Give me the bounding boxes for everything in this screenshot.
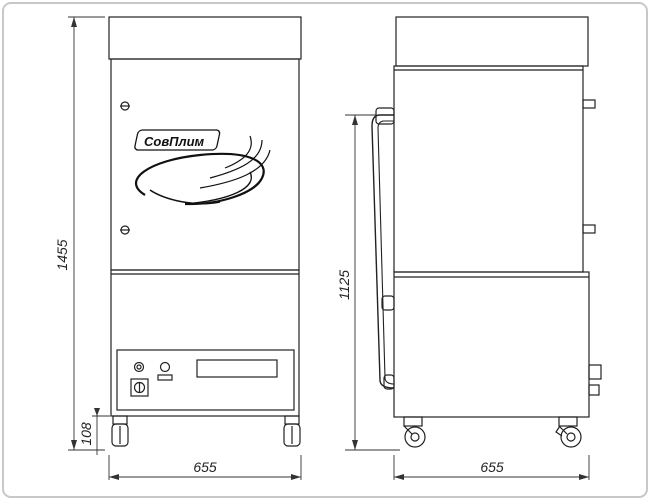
dimension-arrows <box>71 17 589 480</box>
side-rear-connector <box>588 364 602 380</box>
brand-logo-text: СовПлим <box>144 134 205 149</box>
side-handle <box>371 114 395 389</box>
handle-mid-clamp <box>381 295 395 311</box>
dimension-total-height: 1455 <box>54 239 70 270</box>
side-right-caster-mount <box>558 416 578 427</box>
lock-icon <box>120 101 130 111</box>
side-right-brake-lever <box>555 425 563 437</box>
side-view <box>371 16 602 448</box>
dimension-handle-height: 1125 <box>336 270 352 300</box>
side-right-caster-fork <box>558 425 568 435</box>
front-right-wheel <box>283 423 301 447</box>
front-view <box>108 16 302 447</box>
button-label-plate <box>157 374 173 381</box>
front-lower-body <box>110 269 300 417</box>
side-left-wheel <box>404 426 426 448</box>
side-rear-socket <box>588 384 600 396</box>
front-left-wheel <box>111 423 129 447</box>
dimension-base-height: 108 <box>78 422 94 446</box>
side-rear-latch-top <box>582 99 596 109</box>
display-window <box>196 359 278 378</box>
side-handle-inner <box>377 120 395 385</box>
side-left-caster-mount <box>403 416 423 427</box>
lock-icon <box>120 225 130 235</box>
control-panel <box>116 349 295 411</box>
main-switch <box>130 378 149 397</box>
dimension-lines <box>68 16 590 480</box>
side-lower-body <box>393 271 590 418</box>
side-rear-latch-bottom <box>582 224 596 234</box>
dimension-side-width: 655 <box>480 459 504 475</box>
indicator-lamp-inner <box>136 364 142 370</box>
side-left-wheel-hub <box>410 432 420 442</box>
side-right-wheel-hub <box>566 432 576 442</box>
start-button <box>159 361 171 373</box>
side-right-wheel <box>560 426 582 448</box>
brand-logo <box>134 129 271 206</box>
side-left-caster-fork <box>403 425 413 435</box>
handle-bottom-clamp <box>383 374 395 390</box>
handle-top-clamp <box>375 107 395 125</box>
dimension-front-width: 655 <box>193 459 217 475</box>
indicator-lamp <box>133 361 145 373</box>
